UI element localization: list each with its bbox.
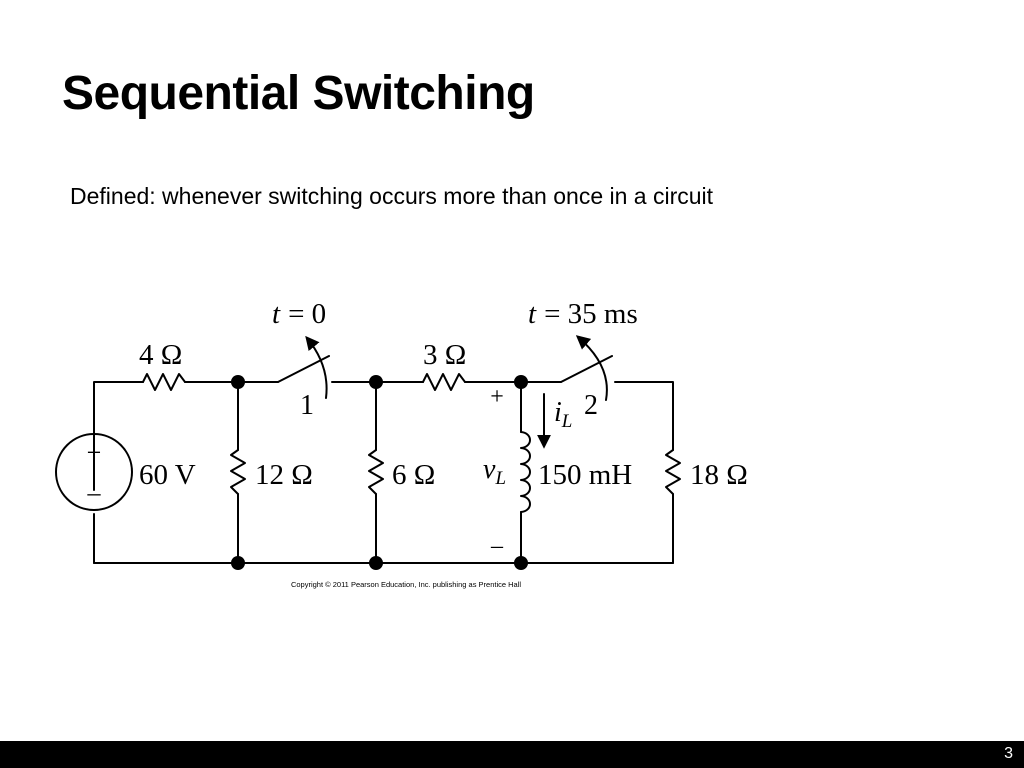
wire-top-right: [614, 381, 674, 451]
inductor-voltage-label: vL: [483, 454, 506, 489]
resistor-6-label: 6 Ω: [392, 459, 435, 491]
page-number: 3: [1004, 745, 1013, 762]
resistor-4-label: 4 Ω: [139, 339, 182, 371]
voltage-source: [55, 433, 133, 511]
source-minus-sign: –: [87, 478, 102, 507]
resistor-6-ohm: [368, 449, 384, 495]
inductor-coil: [520, 431, 531, 513]
node-bottom-12: [231, 556, 245, 570]
resistor-18-label: 18 Ω: [690, 459, 748, 491]
resistor-18-ohm: [665, 449, 681, 495]
node-top-6: [369, 375, 383, 389]
resistor-3-ohm: [422, 373, 466, 391]
switch2-position-label: 2: [584, 390, 598, 421]
node-top-inductor: [514, 375, 528, 389]
definition-text: Defined: whenever switching occurs more …: [70, 183, 714, 209]
switch-2-blade: [560, 355, 613, 383]
node-bottom-inductor: [514, 556, 528, 570]
resistor-4-ohm: [142, 373, 186, 391]
slide-title: Sequential Switching: [62, 67, 535, 120]
node-top-12: [231, 375, 245, 389]
switch-1-arrow: [305, 335, 328, 399]
inductor-plus-sign: +: [490, 384, 504, 410]
resistor-12-label: 12 Ω: [255, 459, 313, 491]
switch1-time-label: t= 0: [272, 298, 326, 330]
switch-2-arrow: [575, 335, 608, 401]
inductor-minus-sign: –: [490, 533, 504, 559]
node-bottom-6: [369, 556, 383, 570]
inductor-current-label: iL: [554, 397, 572, 432]
copyright-notice: Copyright © 2011 Pearson Education, Inc.…: [291, 580, 521, 589]
switch2-time-label: t= 35 ms: [528, 298, 638, 330]
wire-top-left: [93, 381, 144, 491]
source-value-label: 60 V: [139, 459, 196, 491]
resistor-3-label: 3 Ω: [423, 339, 466, 371]
footer-bar: 3: [0, 741, 1024, 768]
source-plus-sign: +: [87, 438, 102, 467]
resistor-12-ohm: [230, 449, 246, 495]
circuit-diagram: t= 0 t= 35 ms 1 2 4 Ω 3 Ω 12 Ω 6 Ω 18 Ω …: [55, 298, 748, 589]
switch1-position-label: 1: [300, 390, 314, 421]
inductor-value-label: 150 mH: [538, 459, 632, 491]
